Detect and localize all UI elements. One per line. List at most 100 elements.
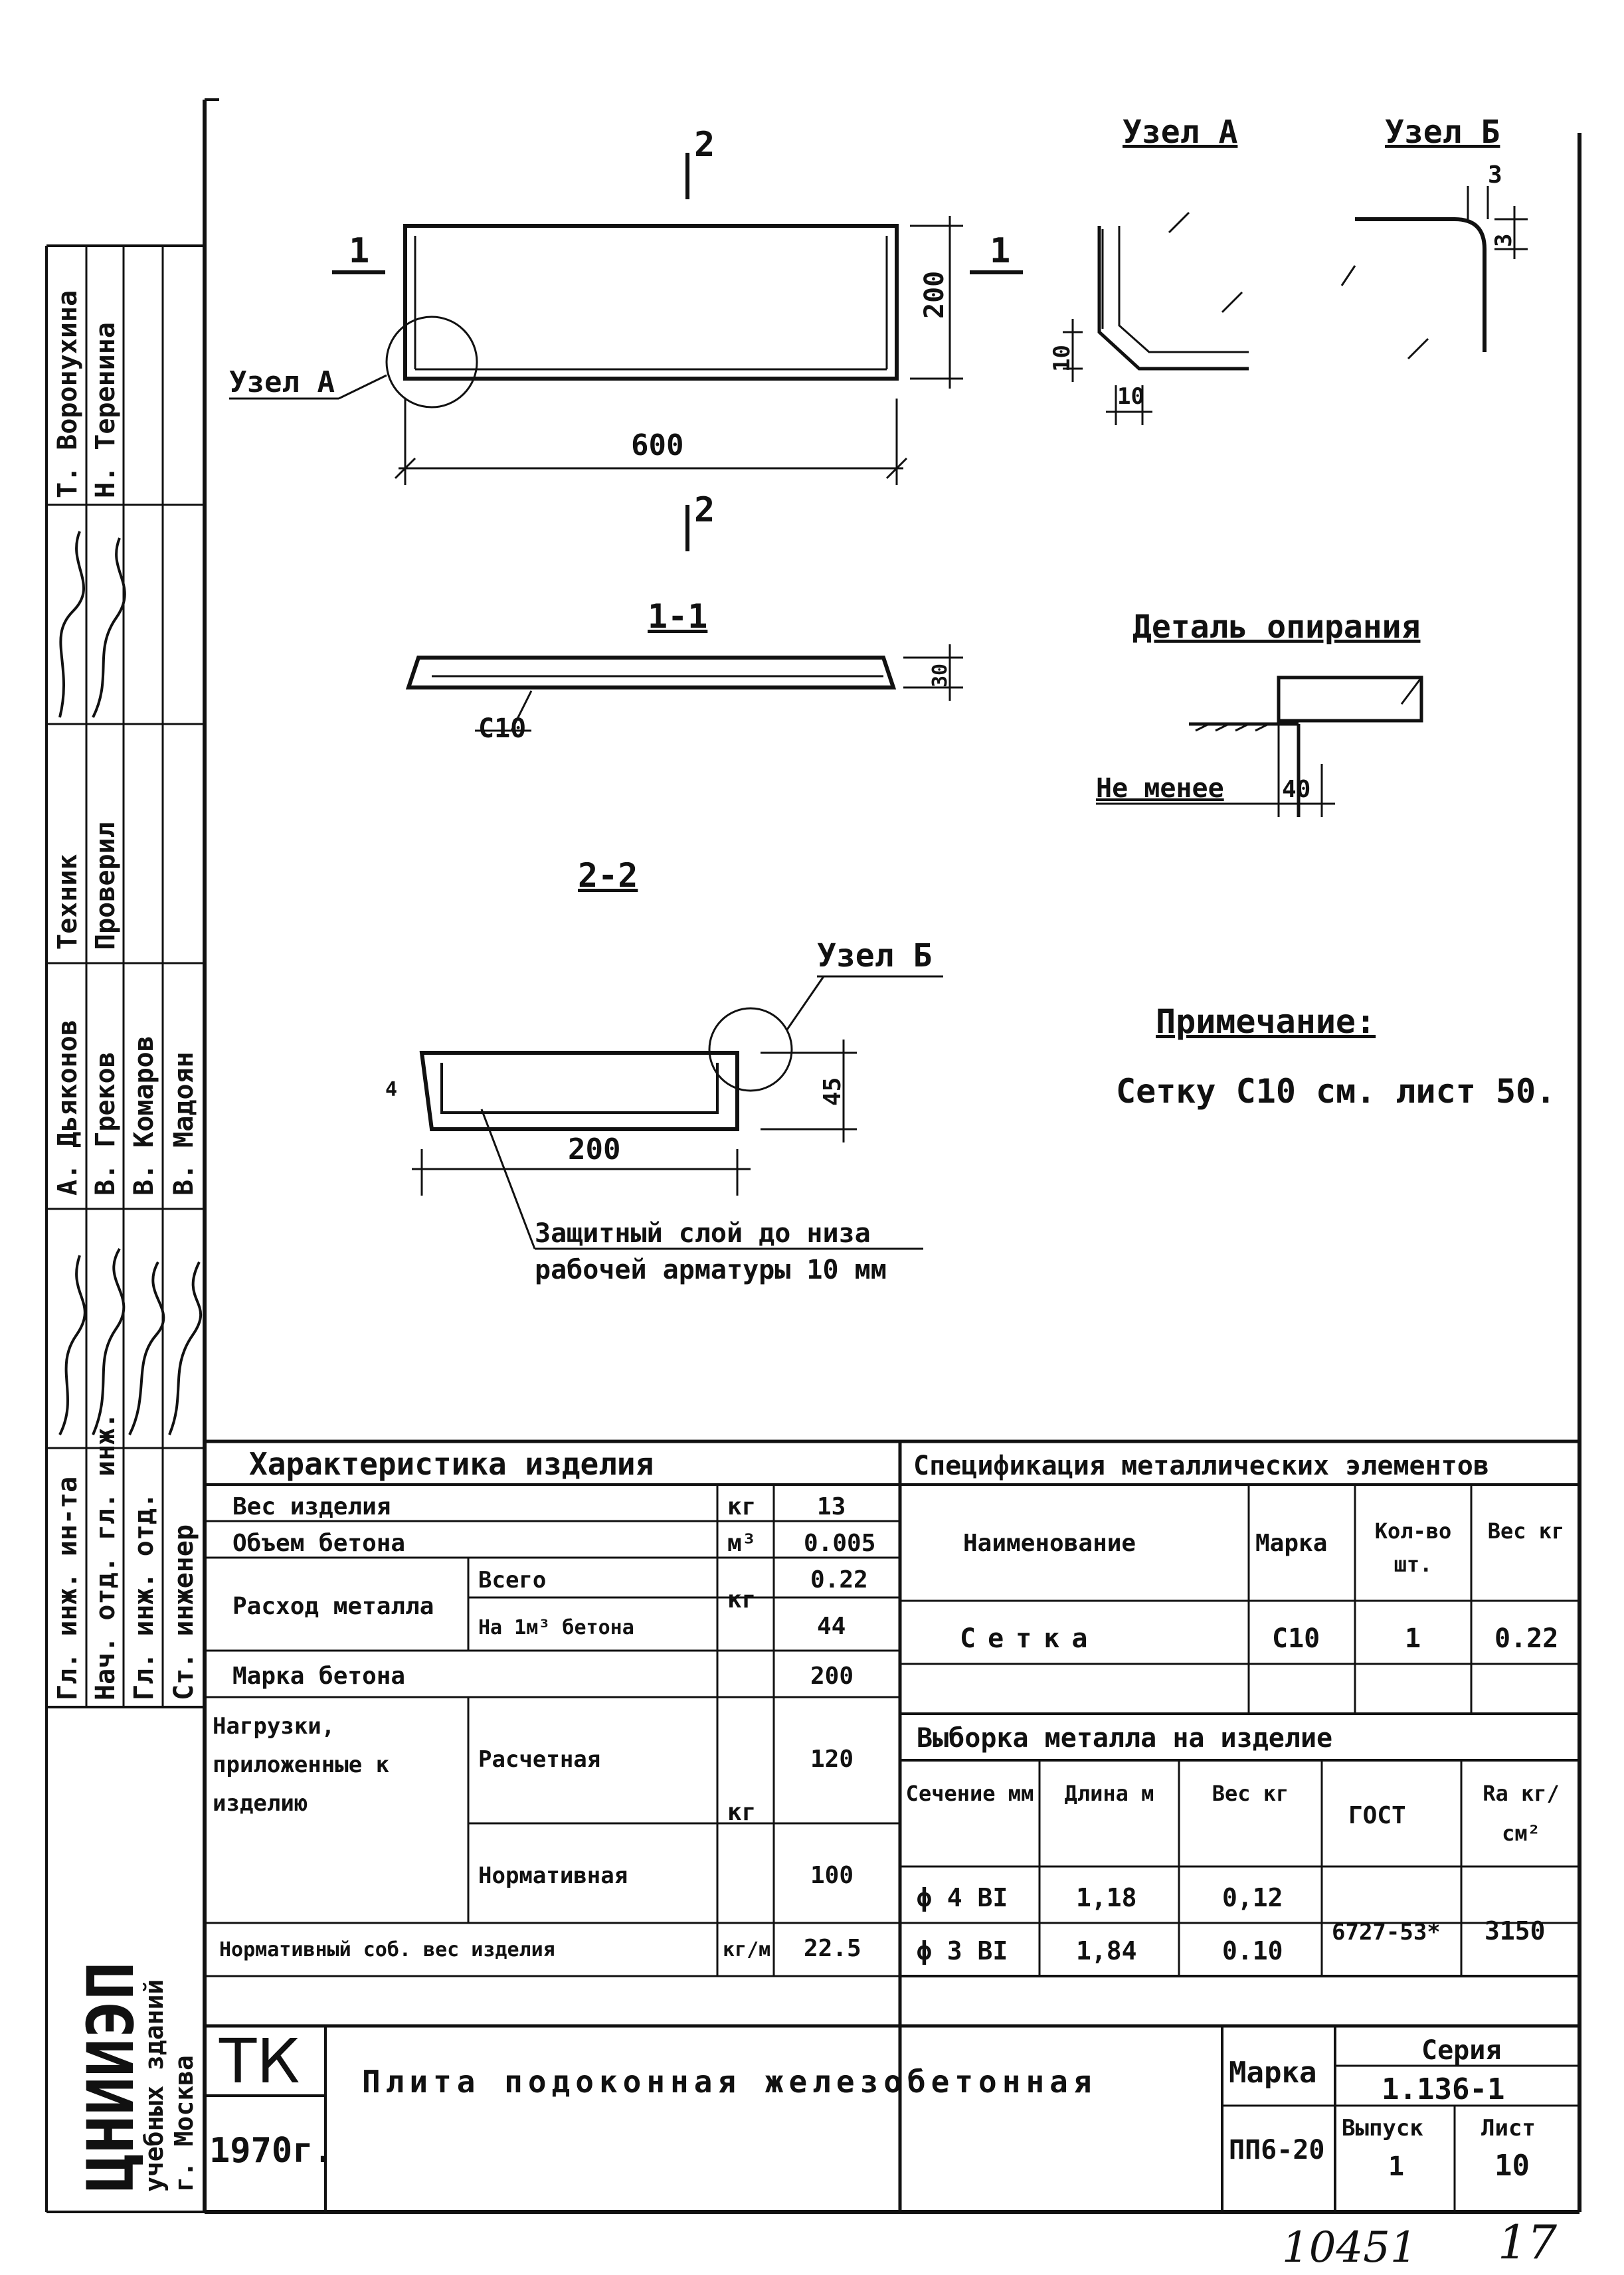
title-code: ТК	[219, 2026, 300, 2097]
mark-label: Марка	[1229, 2056, 1316, 2090]
char-row-4-value: 44	[817, 1613, 846, 1640]
metal-header-weight: Вес кг	[1212, 1781, 1289, 1806]
section-mark-left: 1	[349, 231, 369, 271]
metal-header-section-box: Сечение мм	[905, 1781, 1034, 1806]
stamp-role-4: Ст. инженер	[169, 1524, 199, 1700]
support-title: Деталь опирания	[1132, 608, 1420, 646]
char-row-2-unit: м³	[727, 1530, 756, 1557]
node-b-detail: Узел Б 3 3	[1340, 114, 1528, 360]
sheet-label: Лист	[1481, 2115, 1536, 2141]
char-row-3-unit: кг	[727, 1586, 756, 1613]
title-year: 1970г.	[209, 2131, 334, 2171]
char-row-3-label: Расход металла	[232, 1593, 434, 1620]
stamp-name-3: В. Комаров	[129, 1036, 159, 1196]
spec-header-weight-box: Вес кг	[1487, 1518, 1565, 1544]
metal-header-section: Сечение мм	[905, 1781, 1034, 1806]
series-value: 1.136-1	[1382, 2072, 1504, 2106]
node-a-callout: Узел А	[229, 365, 335, 399]
char-row-8-label: Нормативный соб. вес изделия	[219, 1938, 555, 1961]
metal-header-length: Длина м	[1064, 1781, 1154, 1806]
spec-row-1-name: Сетка	[960, 1623, 1099, 1654]
section-1-mesh: С10	[478, 713, 526, 744]
sheet-frame	[45, 98, 1581, 2214]
inventory-number: 10451	[1282, 2223, 1417, 2272]
metal-row-1-ra: 3150	[1485, 1916, 1546, 1946]
dim-width: 200	[919, 271, 950, 319]
technician-label: Техник	[52, 854, 83, 951]
series-label: Серия	[1421, 2035, 1501, 2066]
issue-label: Выпуск	[1342, 2115, 1423, 2141]
char-row-6-sub: Расчетная	[478, 1746, 600, 1773]
spec-header-qty: Кол-во шт.	[1374, 1518, 1452, 1577]
char-row-2-label: Объем бетона	[232, 1530, 405, 1557]
char-row-6-unit: кг	[727, 1799, 756, 1826]
char-row-1-unit: кг	[727, 1493, 756, 1520]
note: Примечание: Сетку С10 см. лист 50.	[1116, 1002, 1556, 1111]
char-row-6-value: 120	[810, 1746, 854, 1773]
characteristics-title: Характеристика изделия	[249, 1446, 654, 1482]
footer: 10451 17	[1282, 2215, 1558, 2272]
metal-header-gost: ГОСТ	[1348, 1802, 1406, 1829]
checked-label: Проверил	[90, 822, 121, 950]
metal-header-length-box: Длина м	[1064, 1781, 1154, 1806]
section-2-title: 2-2	[578, 856, 638, 895]
organization-line3: г. Москва	[169, 2055, 199, 2192]
char-row-7-sub: Нормативная	[478, 1863, 628, 1889]
spec-header-weight: Вес кг	[1487, 1518, 1565, 1544]
title-text: Плита подоконная железобетонная	[362, 2064, 1097, 2100]
spec-row-1-mark: С10	[1272, 1623, 1320, 1654]
node-a-dim-v: 10	[1049, 345, 1075, 372]
support-dim: 40	[1282, 776, 1310, 803]
note-text: Сетку С10 см. лист 50.	[1116, 1072, 1556, 1111]
checker-name: Н. Теренина	[90, 322, 121, 498]
stamp-role-3: Гл. инж. отд.	[129, 1493, 159, 1700]
metal-row-1-section: ϕ 4 BI	[917, 1883, 1008, 1912]
section-2-node-callout: Узел Б	[817, 937, 932, 974]
char-row-3-value: 0.22	[810, 1566, 868, 1593]
plan-view: 2 2 1 1 Узел А 600 200	[229, 125, 1023, 551]
char-row-1-label: Вес изделия	[232, 1493, 391, 1520]
section-1-1: 1-1 С10 30	[405, 597, 963, 744]
node-b-dim-side: 3	[1490, 234, 1517, 247]
organization-line2: учебных зданий	[139, 1979, 169, 2192]
char-row-7-value: 100	[810, 1862, 854, 1889]
section-1-title: 1-1	[648, 597, 707, 636]
section-2-2: 2-2 Узел Б 4 45 200 Защитный слой до низ…	[385, 856, 943, 1285]
metal-row-2-section: ϕ 3 BI	[917, 1936, 1008, 1965]
metal-header-ra-box: Rа кг/см²	[1483, 1781, 1560, 1846]
char-row-2-value: 0.005	[804, 1530, 875, 1557]
stamp-name-1: А. Дьяконов	[52, 1020, 83, 1196]
node-a-dim-h: 10	[1117, 383, 1144, 410]
node-a-title: Узел А	[1123, 114, 1237, 151]
spec-header-mark: Марка	[1255, 1530, 1327, 1557]
metal-selection-table: Выборка металла на изделие Сечение мм Дл…	[900, 1723, 1579, 1977]
char-row-1-value: 13	[817, 1493, 846, 1520]
characteristics-table: Характеристика изделия Вес изделия кг 13…	[205, 1439, 902, 2212]
specification-table: Спецификация металлических элементов Наи…	[900, 1439, 1579, 1762]
support-label: Не менее	[1096, 773, 1224, 804]
technician-name: Т. Воронухина	[52, 290, 83, 498]
section-mark-right: 1	[990, 231, 1010, 271]
organization-name: ЦНИИЭП	[74, 1961, 148, 2192]
section-2-dim-w: 200	[568, 1133, 620, 1166]
metal-row-1-gost: 6727-53*	[1332, 1919, 1441, 1946]
section-2-left-mark: 4	[385, 1078, 397, 1101]
char-row-8-unit: кг/м	[723, 1938, 770, 1961]
dim-length: 600	[631, 428, 683, 462]
stamp-name-2: В. Греков	[90, 1051, 121, 1196]
metal-header-ra: Rа кг/см²	[1483, 1781, 1560, 1846]
stamp-name-4: В. Мадоян	[169, 1051, 199, 1196]
char-row-4-sub: На 1м³ бетона	[478, 1616, 634, 1639]
mark-value: ПП6-20	[1229, 2135, 1325, 2165]
spec-row-1-weight: 0.22	[1494, 1623, 1558, 1654]
signatures	[58, 531, 203, 1435]
spec-header-qty-box: Кол-во шт.	[1374, 1518, 1452, 1577]
cover-note-line2: рабочей арматуры 10 мм	[535, 1255, 887, 1285]
left-stamp: Гл. инж. ин-та Нач. отд. гл. инж. Гл. ин…	[52, 290, 203, 2192]
section-2-dim-h: 45	[819, 1077, 846, 1106]
node-b-title: Узел Б	[1385, 114, 1500, 151]
metal-row-1-length: 1,18	[1076, 1883, 1137, 1912]
metal-row-2-weight: 0.10	[1222, 1936, 1283, 1965]
char-row-6-label-box: Нагрузки, приложенные к изделию	[213, 1713, 389, 1817]
